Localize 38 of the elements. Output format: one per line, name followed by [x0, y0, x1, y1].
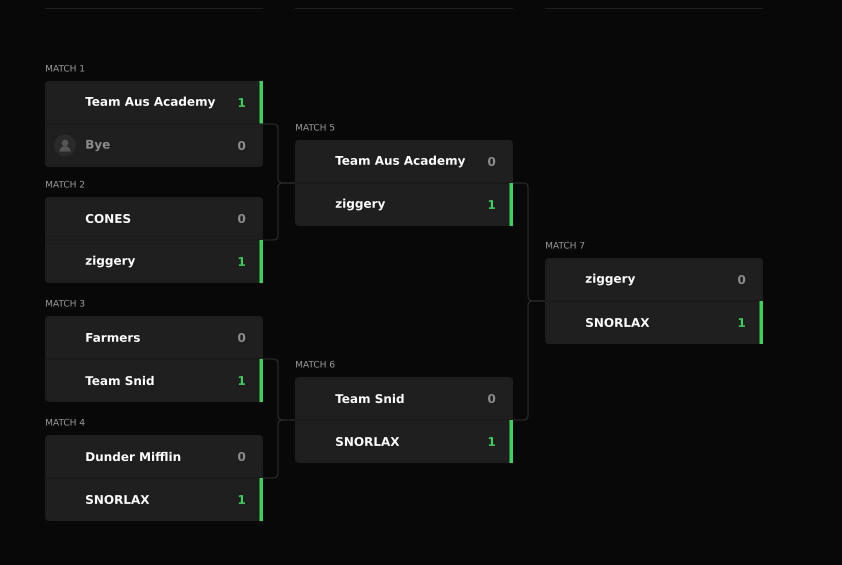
score: 1: [238, 257, 245, 266]
team-name: Farmers: [86, 333, 140, 342]
score: 0: [488, 156, 496, 166]
team-name: Bye: [86, 140, 110, 152]
score: 1: [488, 200, 495, 209]
bracket-line: [262, 420, 296, 478]
team-name: Team Snid: [85, 376, 154, 386]
team-name: SNORLAX: [586, 318, 650, 328]
score: 0: [238, 452, 246, 462]
team-name: Team Aus Academy: [335, 156, 466, 168]
team-name: SNORLAX: [86, 494, 150, 504]
team-name: Dunder Mifflin: [86, 452, 180, 462]
score: 1: [238, 495, 245, 504]
score: 1: [238, 98, 245, 107]
match-heading: MATCH 4: [46, 418, 85, 426]
score: 1: [738, 318, 745, 327]
score: 1: [238, 376, 245, 385]
team-name: CONES: [86, 214, 130, 224]
score: 0: [488, 394, 496, 404]
bracket-line: [512, 300, 546, 420]
score: 0: [238, 214, 246, 224]
team-name: ziggery: [336, 198, 386, 210]
match-heading: MATCH 6: [296, 360, 334, 368]
team-name: ziggery: [86, 256, 136, 268]
match-heading: MATCH 1: [46, 64, 84, 72]
score: 0: [738, 274, 746, 284]
score: 1: [488, 437, 495, 446]
match-heading: MATCH 5: [296, 124, 334, 131]
match-heading: MATCH 2: [46, 180, 84, 188]
match-heading: MATCH 3: [46, 300, 84, 307]
score: 0: [238, 332, 246, 342]
score: 0: [238, 140, 246, 150]
match-heading: MATCH 7: [546, 242, 584, 249]
team-name: Team Snid: [335, 394, 404, 404]
team-name: Team Aus Academy: [85, 96, 216, 108]
bracket-line: [262, 182, 296, 240]
team-name: SNORLAX: [336, 436, 400, 446]
team-name: ziggery: [586, 274, 636, 286]
